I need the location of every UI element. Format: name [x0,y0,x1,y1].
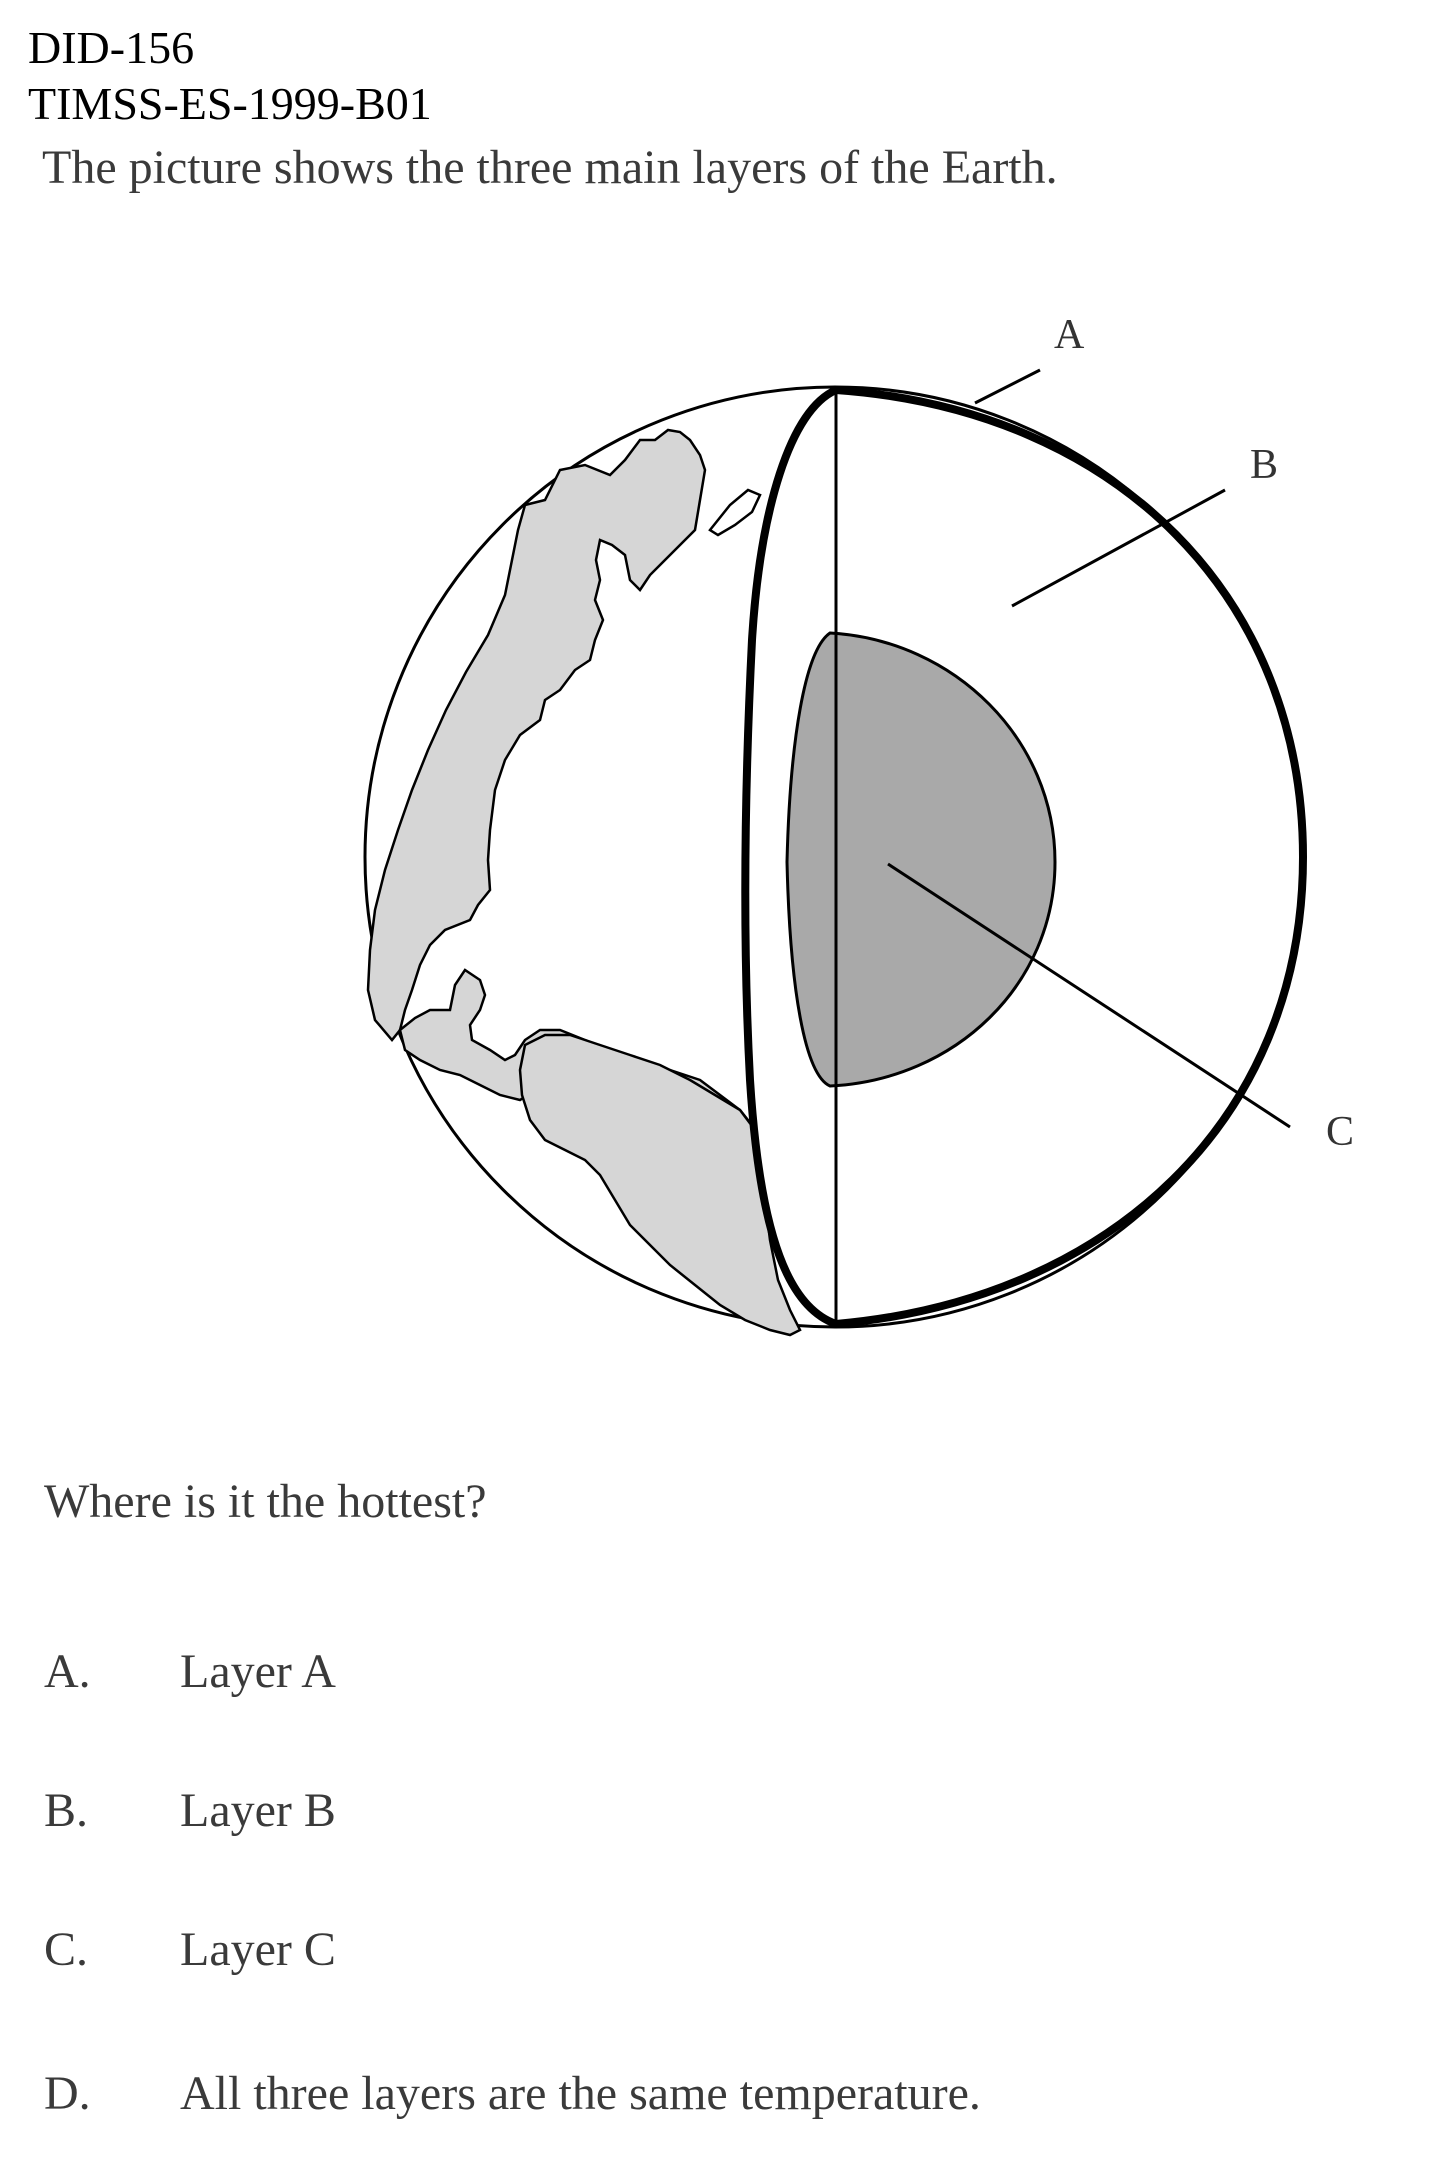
option-text: All three layers are the same temperatur… [180,2067,981,2120]
globe-outline [363,385,1307,1329]
leader-line-c [887,862,1291,1129]
crust-outline [741,385,1308,1329]
leader-line-a [974,368,1041,405]
option-letter: C. [44,1923,89,1976]
leader-line-b [1011,488,1226,608]
label-a: A [1054,312,1085,358]
continent-land-central [398,968,754,1147]
option-text: Layer B [180,1784,336,1837]
label-c: C [1326,1109,1354,1155]
option-text: Layer C [180,1923,336,1976]
island [708,488,762,537]
option-text: Layer A [180,1645,336,1698]
cutaway-face [745,388,1305,1326]
option-letter: A. [44,1645,91,1698]
core-layer-c [785,631,1057,1088]
option-letter: B. [44,1784,89,1837]
label-b: B [1250,442,1278,488]
question-text: Where is it the hottest? [44,1475,487,1528]
option-letter: D. [44,2067,91,2120]
continent-land-north [366,428,707,1042]
item-code: TIMSS-ES-1999-B01 [28,78,432,129]
continent-land-south [518,1033,802,1337]
document-id: DID-156 [28,22,195,73]
intro-text: The picture shows the three main layers … [42,141,1058,194]
